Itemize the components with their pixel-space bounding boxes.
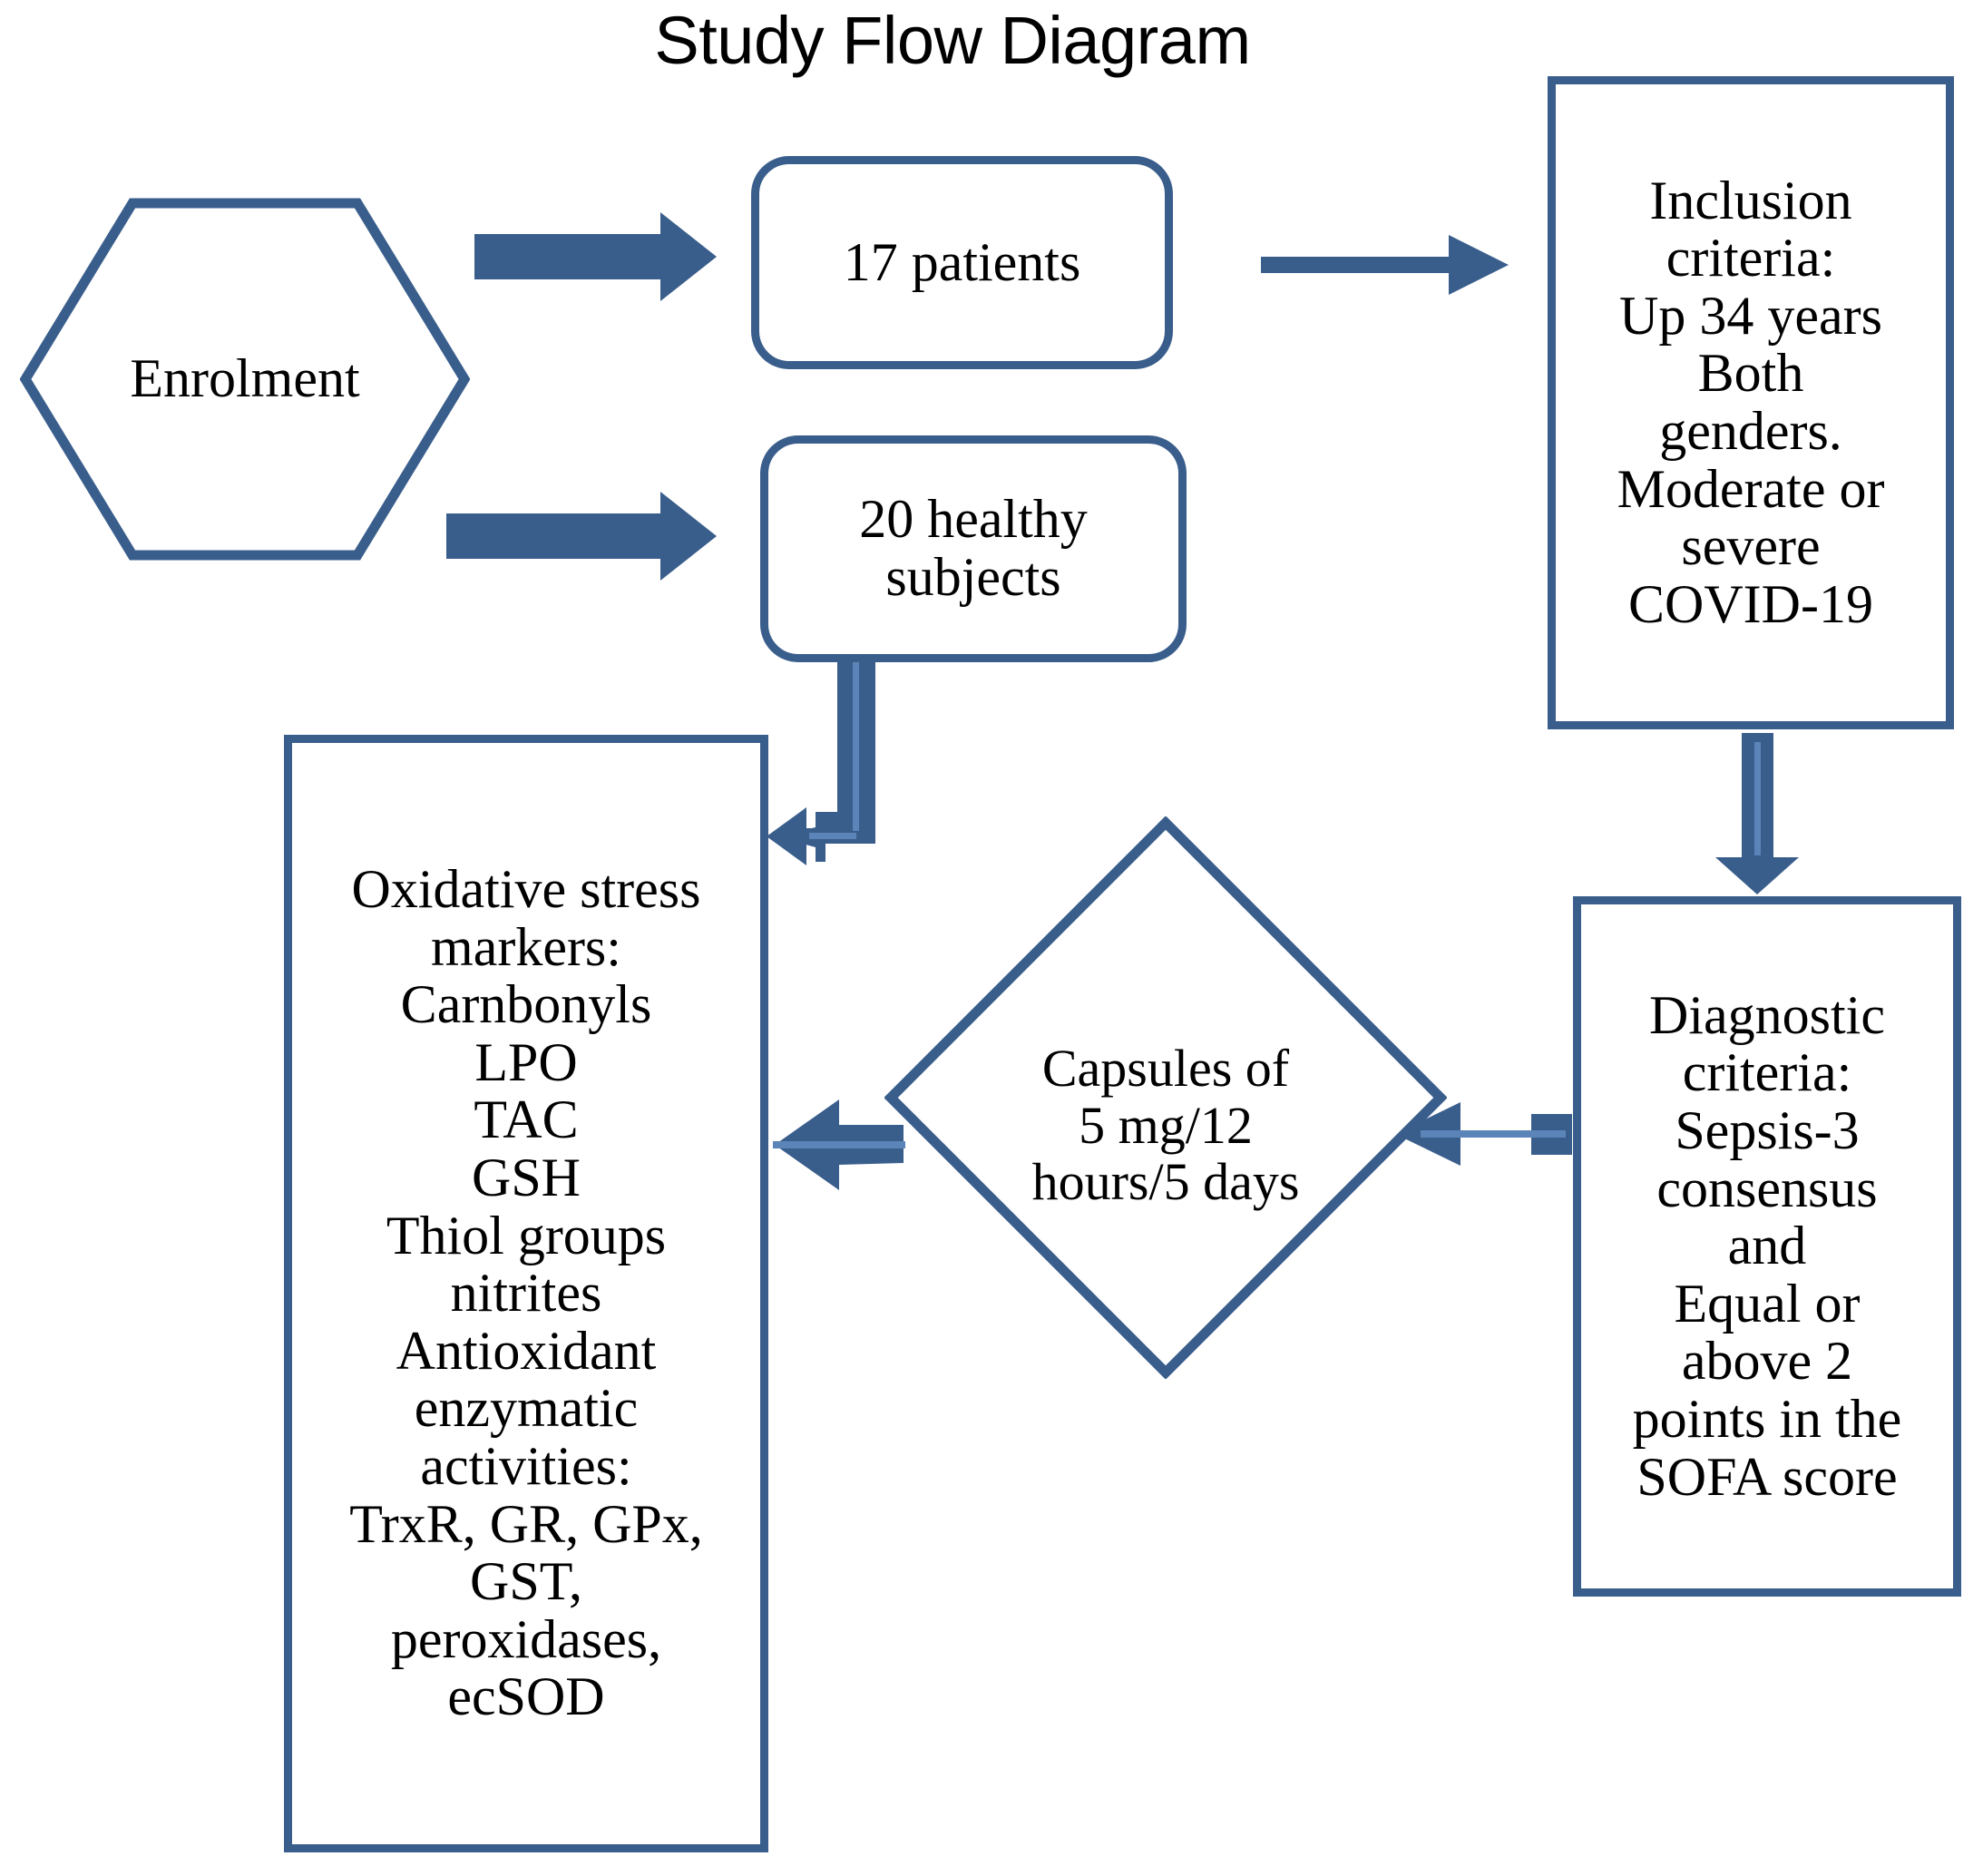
node-inclusion-criteria-label: Inclusion criteria: Up 34 years Both gen…	[1617, 170, 1885, 634]
node-oxidative-markers[interactable]: Oxidative stress markers: Carnbonyls LPO…	[284, 735, 768, 1852]
node-healthy-subjects[interactable]: 20 healthy subjects	[760, 435, 1187, 662]
connector-enrolment-to-healthy	[446, 492, 717, 581]
node-enrolment[interactable]: Enrolment	[20, 198, 470, 561]
connector-inclusion-to-diagnostic	[1715, 733, 1799, 894]
node-diagnostic-criteria-label: Diagnostic criteria: Sepsis-3 consensus …	[1632, 984, 1902, 1507]
node-capsules[interactable]: Capsules of 5 mg/12 hours/5 days	[884, 816, 1447, 1379]
diamond-shape	[884, 816, 1447, 1379]
node-healthy-subjects-label: 20 healthy subjects	[859, 489, 1088, 607]
node-patients-label: 17 patients	[843, 231, 1081, 292]
connector-patients-to-inclusion	[1261, 235, 1509, 295]
node-diagnostic-criteria[interactable]: Diagnostic criteria: Sepsis-3 consensus …	[1573, 896, 1961, 1597]
hexagon-shape	[20, 198, 470, 561]
page-title: Study Flow Diagram	[654, 3, 1251, 78]
connector-enrolment-to-patients	[474, 212, 717, 301]
node-oxidative-markers-label: Oxidative stress markers: Carnbonyls LPO…	[349, 859, 703, 1727]
node-capsules-label: Capsules of 5 mg/12 hours/5 days	[1031, 1039, 1300, 1212]
node-enrolment-label: Enrolment	[130, 348, 360, 409]
node-patients[interactable]: 17 patients	[751, 156, 1173, 369]
node-inclusion-criteria[interactable]: Inclusion criteria: Up 34 years Both gen…	[1548, 76, 1954, 729]
